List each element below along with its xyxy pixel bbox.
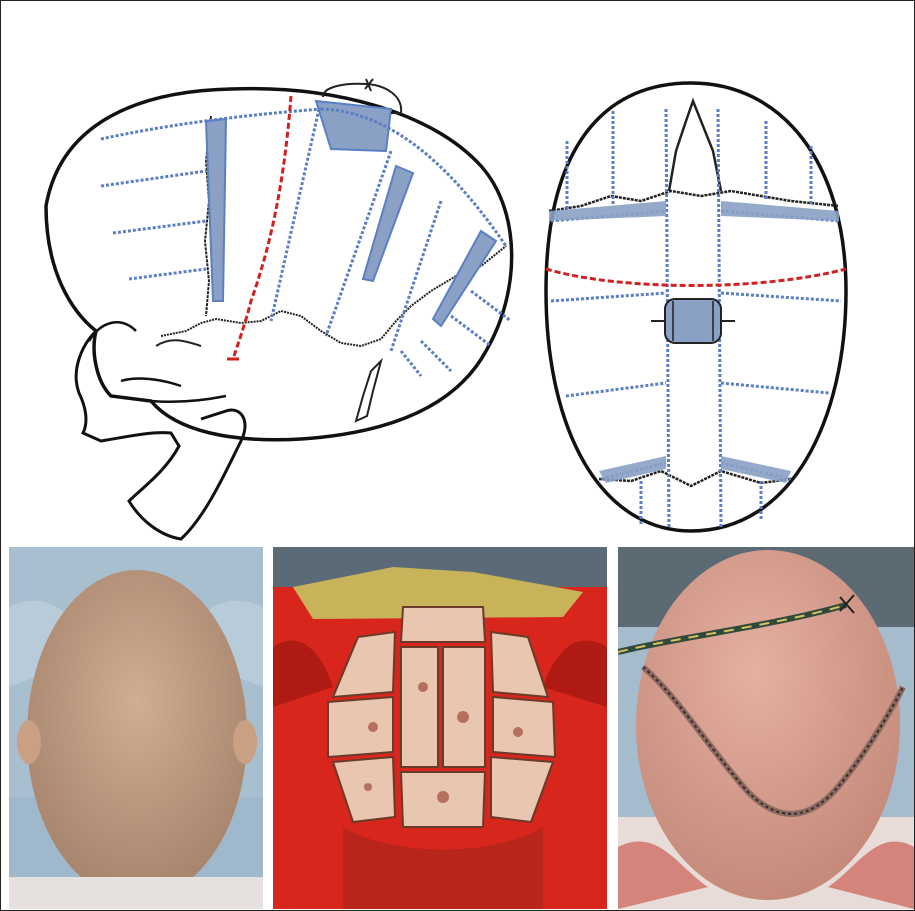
photo-postop-vertex bbox=[618, 547, 914, 909]
surgical-diagram bbox=[1, 1, 915, 546]
photo-intraoperative bbox=[273, 547, 607, 909]
photo-preop-vertex bbox=[9, 547, 263, 909]
lateral-skull-diagram bbox=[46, 79, 512, 539]
vertex-skull-diagram bbox=[546, 83, 846, 531]
